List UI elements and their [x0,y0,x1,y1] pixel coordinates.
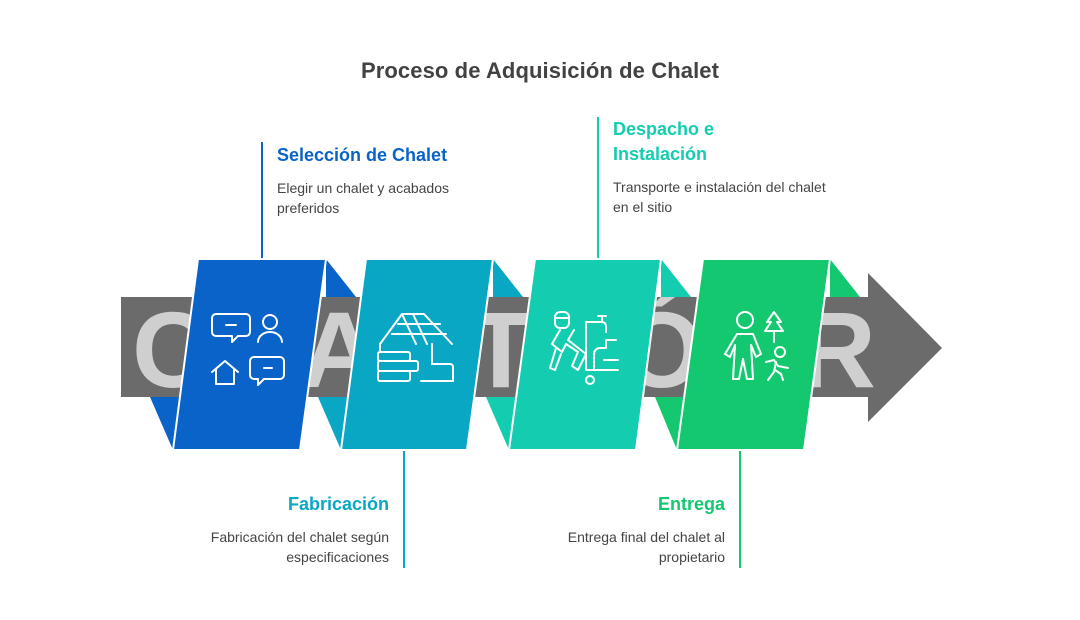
page-title: Proceso de Adquisición de Chalet [360,58,720,83]
step3-title-line1: Despacho e [613,119,715,139]
step1-title: Selección de Chalet [277,145,448,165]
step3-panel [486,258,691,451]
step3-text: Despacho e Instalación Transporte e inst… [613,117,828,217]
arrow-head-icon [868,273,942,422]
step1-text: Selección de Chalet Elegir un chalet y a… [277,143,507,218]
chat-person-house-icon [211,313,285,386]
step1-panel [150,258,356,451]
family-outdoor-icon [724,311,789,381]
step4-description: Entrega final del chalet al propietario [567,529,725,565]
step3-title-line2: Instalación [613,144,708,164]
step4-panel [655,258,860,451]
step2-description: Fabricación del chalet según especificac… [210,529,389,565]
step4-title: Entrega [657,494,725,514]
house-construction-icon [377,313,454,382]
step2-panel [318,258,523,451]
step1-description: Elegir un chalet y acabados preferidos [277,180,449,216]
step2-text: Fabricación Fabricación del chalet según… [190,492,389,567]
step2-title: Fabricación [287,494,389,514]
step3-description: Transporte e instalación del chalet en e… [613,179,826,215]
worker-plumbing-icon [549,311,619,385]
step4-text: Entrega Entrega final del chalet al prop… [525,492,725,567]
